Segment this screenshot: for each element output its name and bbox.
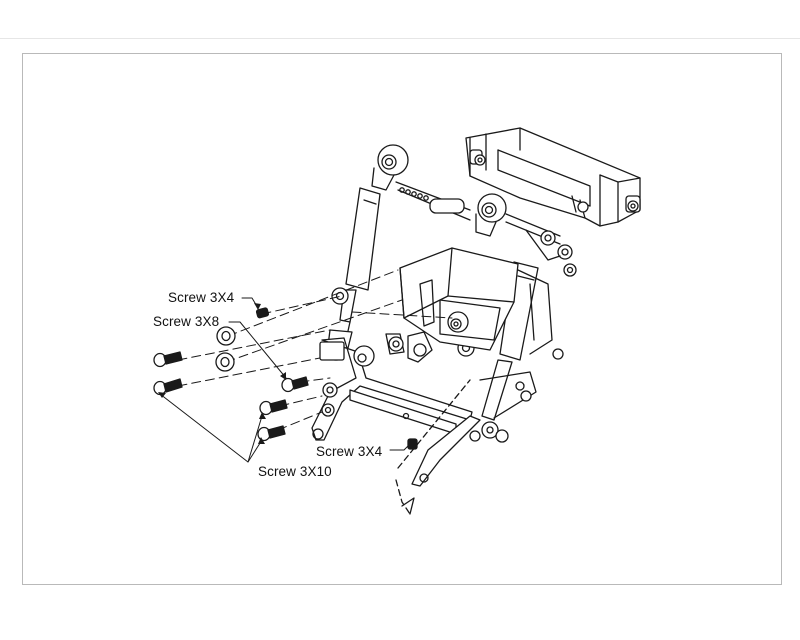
callout-screw-3x4-top: Screw 3X4 — [168, 290, 235, 305]
callout-arrowheads — [158, 303, 286, 444]
screw-3x10-center-lower — [257, 425, 286, 442]
callout-screw-3x10: Screw 3X10 — [258, 464, 332, 479]
loose-screw-3x4-top — [255, 307, 270, 319]
washer-upper — [216, 326, 236, 346]
upper-mount-bracket — [465, 127, 641, 227]
callout-screw-3x4-bottom: Screw 3X4 — [316, 444, 383, 459]
lower-screw-tip — [401, 497, 415, 515]
lower-bracket — [311, 331, 537, 487]
assembly-dashed-lines — [177, 269, 453, 431]
screw-3x10-upper-left — [153, 351, 183, 368]
callout-screw-3x8: Screw 3X8 — [153, 314, 220, 329]
drawing-frame — [22, 53, 782, 585]
dashed-leader-lower — [395, 379, 471, 515]
top-rod-ends — [371, 144, 577, 277]
left-shock — [327, 187, 381, 349]
top-divider — [0, 38, 800, 39]
servo — [399, 247, 564, 360]
screw-3x10-lower-left — [153, 378, 183, 396]
loose-screw-3x4-bottom — [407, 438, 418, 450]
screw-3x10-center-upper — [259, 399, 288, 416]
screw-3x8 — [281, 376, 309, 393]
washer-lower — [215, 352, 235, 372]
